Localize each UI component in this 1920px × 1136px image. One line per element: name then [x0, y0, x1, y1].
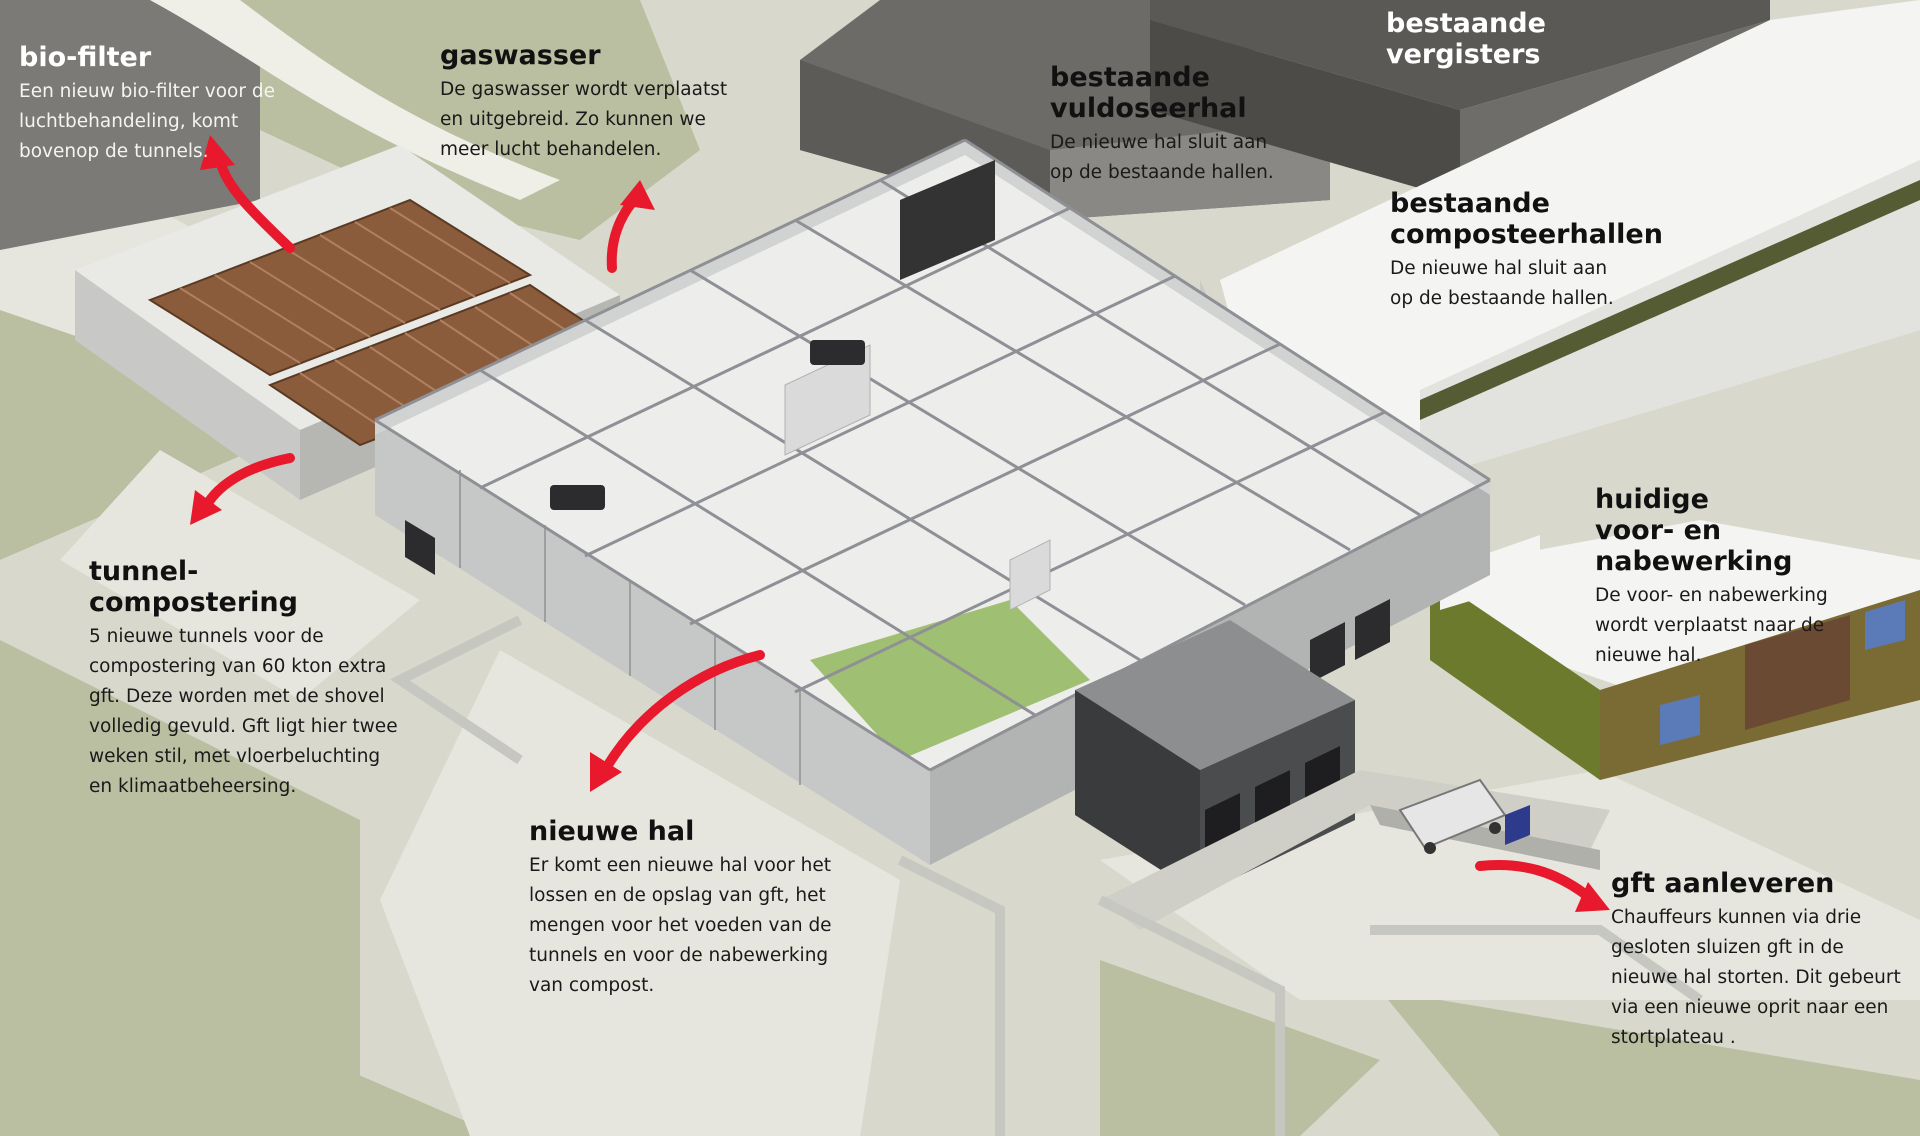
- shovels: [550, 340, 865, 510]
- composteerhallen-text: De nieuwe hal sluit aan op de bestaande …: [1390, 258, 1614, 309]
- biofilter-text: Een nieuw bio-filter voor de luchtbehand…: [19, 81, 275, 162]
- arrow-tunnel: [200, 453, 295, 513]
- truck: [1398, 778, 1530, 854]
- tunnel-doors: [405, 520, 1390, 683]
- biofilter-beds: [147, 198, 623, 447]
- wall-panels: [459, 470, 801, 785]
- label-gftaanleveren: gft aanleveren Chauffeurs kunnen via dri…: [1611, 868, 1916, 1053]
- vergisters-title: bestaande vergisters: [1386, 8, 1546, 70]
- arrows: [200, 155, 1595, 903]
- vuldoseerhal-title: bestaande vuldoseerhal: [1050, 62, 1247, 124]
- nieuwehal-text: Er komt een nieuwe hal voor het lossen e…: [529, 855, 832, 996]
- gaswasser-title: gaswasser: [440, 40, 601, 71]
- label-tunnelcompostering: tunnel- compostering 5 nieuwe tunnels vo…: [89, 556, 429, 802]
- arrow-nieuwehal: [600, 650, 765, 775]
- road-top: [150, 0, 560, 200]
- nabewerking-text: De voor- en nabewerking wordt verplaatst…: [1595, 585, 1828, 666]
- label-gaswasser: gaswasser De gaswasser wordt verplaatst …: [440, 40, 770, 165]
- label-nabewerking: huidige voor- en nabewerking De voor- en…: [1595, 484, 1920, 671]
- gaswasser-text: De gaswasser wordt verplaatst en uitgebr…: [440, 79, 728, 160]
- gftaanleveren-title: gft aanleveren: [1611, 868, 1835, 899]
- composteerhallen-title: bestaande composteerhallen: [1390, 188, 1663, 250]
- label-biofilter: bio-filter Een nieuw bio-filter voor de …: [19, 42, 309, 167]
- existing-composteerhallen: [1200, 0, 1920, 480]
- tunnelcompostering-text: 5 nieuwe tunnels voor de compostering va…: [89, 626, 398, 797]
- interior-walls: [784, 344, 1051, 611]
- tunnelcompostering-title: tunnel- compostering: [89, 556, 298, 618]
- existing-area-topleft: [0, 0, 260, 250]
- label-composteerhallen: bestaande composteerhallen De nieuwe hal…: [1390, 188, 1690, 314]
- gftaanleveren-text: Chauffeurs kunnen via drie gesloten slui…: [1611, 907, 1901, 1048]
- low-walls: [390, 615, 1703, 1136]
- back-opening: [900, 160, 995, 280]
- arrow-heads: [190, 135, 1610, 912]
- nabewerking-title: huidige voor- en nabewerking: [1595, 484, 1793, 577]
- new-hall: [374, 138, 1491, 895]
- biofilter-title: bio-filter: [19, 42, 152, 73]
- arrow-biofilter: [215, 155, 295, 253]
- vuldoseerhal-text: De nieuwe hal sluit aan op de bestaande …: [1050, 132, 1274, 183]
- arrow-gft: [1475, 860, 1595, 903]
- label-vergisters: bestaande vergisters: [1386, 8, 1646, 70]
- label-vuldoseerhal: bestaande vuldoseerhal De nieuwe hal slu…: [1050, 62, 1350, 188]
- green-floor: [810, 600, 1090, 760]
- nieuwehal-title: nieuwe hal: [529, 816, 695, 847]
- label-nieuwehal: nieuwe hal Er komt een nieuwe hal voor h…: [529, 816, 869, 1001]
